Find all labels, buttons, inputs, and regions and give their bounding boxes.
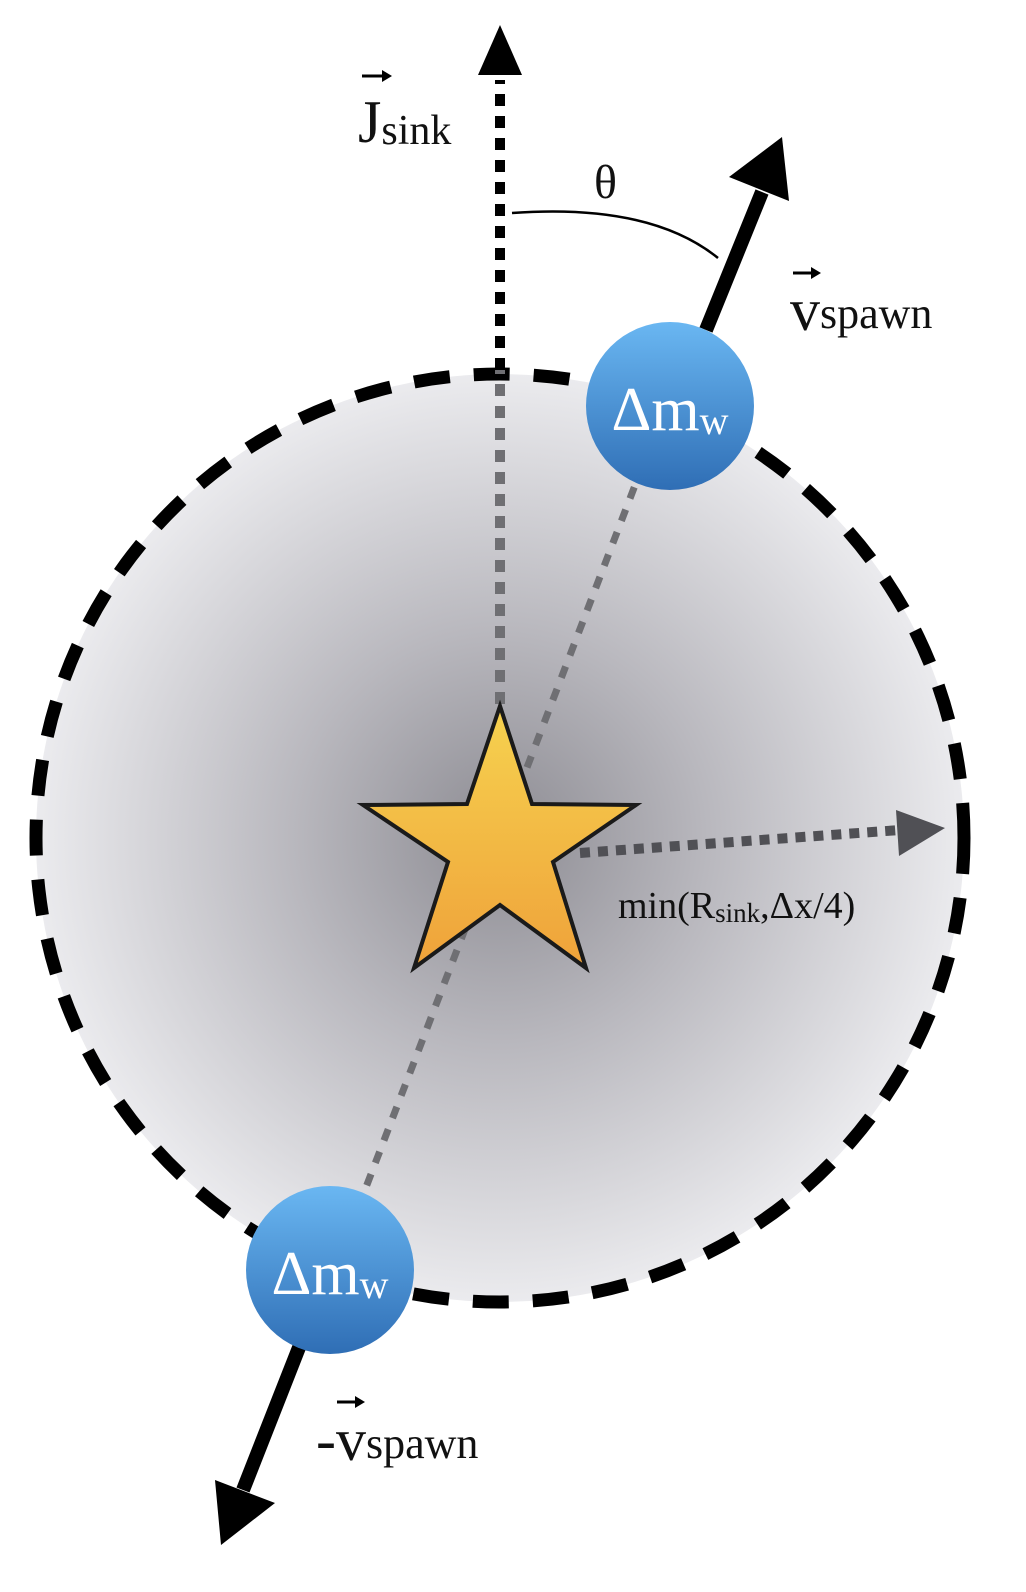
svg-text:Jsink: Jsink	[358, 89, 451, 155]
neg-v-spawn-main: v	[336, 1407, 366, 1473]
v-spawn-arrowhead-icon	[729, 137, 789, 201]
theta-arc	[511, 210, 719, 259]
j-sink-sub: sink	[381, 108, 451, 154]
radius-label: min(Rsink,Δx/4)	[618, 885, 855, 928]
neg-v-spawn-arrowhead-icon	[215, 1480, 275, 1545]
neg-v-spawn-prefix: -	[316, 1407, 336, 1473]
radius-label-prefix: min(R	[618, 885, 716, 927]
neg-v-spawn-sub: spawn	[366, 1419, 478, 1468]
v-spawn-sub: spawn	[820, 289, 932, 338]
mass-blob-upper-label: Δm	[612, 376, 700, 444]
radius-label-suffix: ,Δx/4)	[760, 885, 855, 927]
mass-blob-lower: Δmw	[246, 1186, 414, 1354]
j-sink-main: J	[358, 89, 381, 155]
svg-text:Δmw: Δmw	[612, 376, 729, 444]
svg-text:Δmw: Δmw	[272, 1240, 389, 1308]
mass-blob-upper-circle	[586, 322, 754, 490]
upper-spawn-guide	[496, 418, 664, 840]
star-icon	[356, 699, 643, 974]
svg-text:-vspawn: -vspawn	[316, 1407, 478, 1473]
v-spawn-arrow-shaft	[699, 189, 769, 333]
svg-text:vspawn: vspawn	[790, 277, 932, 343]
v-spawn-main: v	[790, 277, 820, 343]
mass-blob-upper-sub: w	[700, 398, 729, 443]
mass-blob-lower-sub: w	[360, 1262, 389, 1307]
neg-v-spawn-arrow-shaft	[236, 1342, 307, 1493]
neg-v-spawn-vector-arrow-icon	[355, 1396, 365, 1408]
theta-label: θ	[594, 156, 617, 209]
neg-v-spawn-label: -vspawn	[316, 1396, 478, 1473]
v-spawn-label: vspawn	[790, 267, 932, 343]
mass-blob-upper: Δmw	[586, 322, 754, 490]
mass-blob-lower-circle	[246, 1186, 414, 1354]
mass-blob-lower-label: Δm	[272, 1240, 360, 1308]
j-axis-arrowhead-icon	[478, 25, 522, 75]
j-sink-label: Jsink	[358, 70, 451, 155]
radius-arrowhead-icon	[896, 810, 945, 856]
v-spawn-vector-arrow-icon	[811, 267, 821, 279]
j-vector-arrow-icon	[382, 70, 392, 82]
radius-label-sub: sink	[715, 898, 761, 928]
